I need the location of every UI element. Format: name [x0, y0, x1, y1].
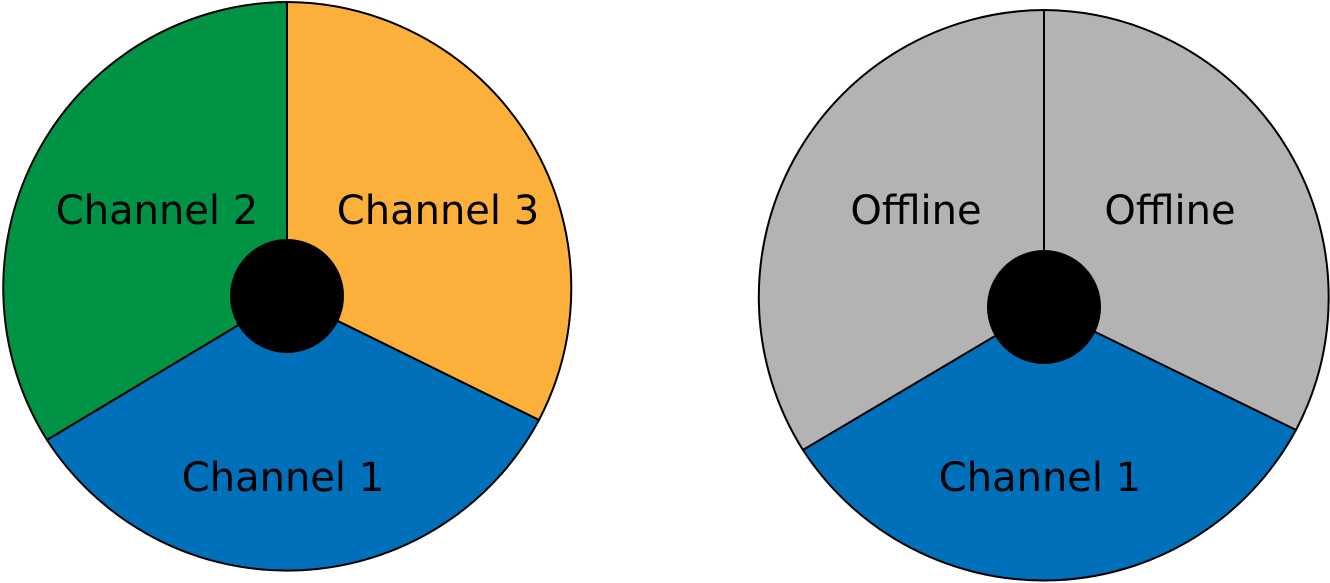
wheel-left-hub — [230, 239, 344, 353]
wheel-right-label-channel-1: Channel 1 — [939, 455, 1141, 501]
wheel-left-label-channel-1: Channel 1 — [182, 455, 384, 501]
wheel-right-label-offline-left: Offline — [850, 188, 981, 234]
wheel-right: Offline Offline Channel 1 — [757, 9, 1330, 582]
wheel-right-sector-offline-right — [1043, 9, 1330, 431]
wheel-left-label-channel-2: Channel 2 — [56, 188, 258, 234]
wheel-left-label-channel-3: Channel 3 — [337, 188, 539, 234]
wheel-left-sector-channel-2 — [2, 1, 288, 441]
wheel-left-sector-channel-1 — [46, 295, 540, 572]
wheel-left-sector-channel-3 — [286, 1, 573, 421]
wheel-right-sector-offline-left — [757, 9, 1045, 451]
wheel-right-hub — [987, 250, 1101, 364]
wheel-left: Channel 2 Channel 3 Channel 1 — [2, 1, 573, 572]
wheel-right-label-offline-right: Offline — [1104, 188, 1235, 234]
wheel-right-sector-channel-1 — [802, 306, 1297, 582]
